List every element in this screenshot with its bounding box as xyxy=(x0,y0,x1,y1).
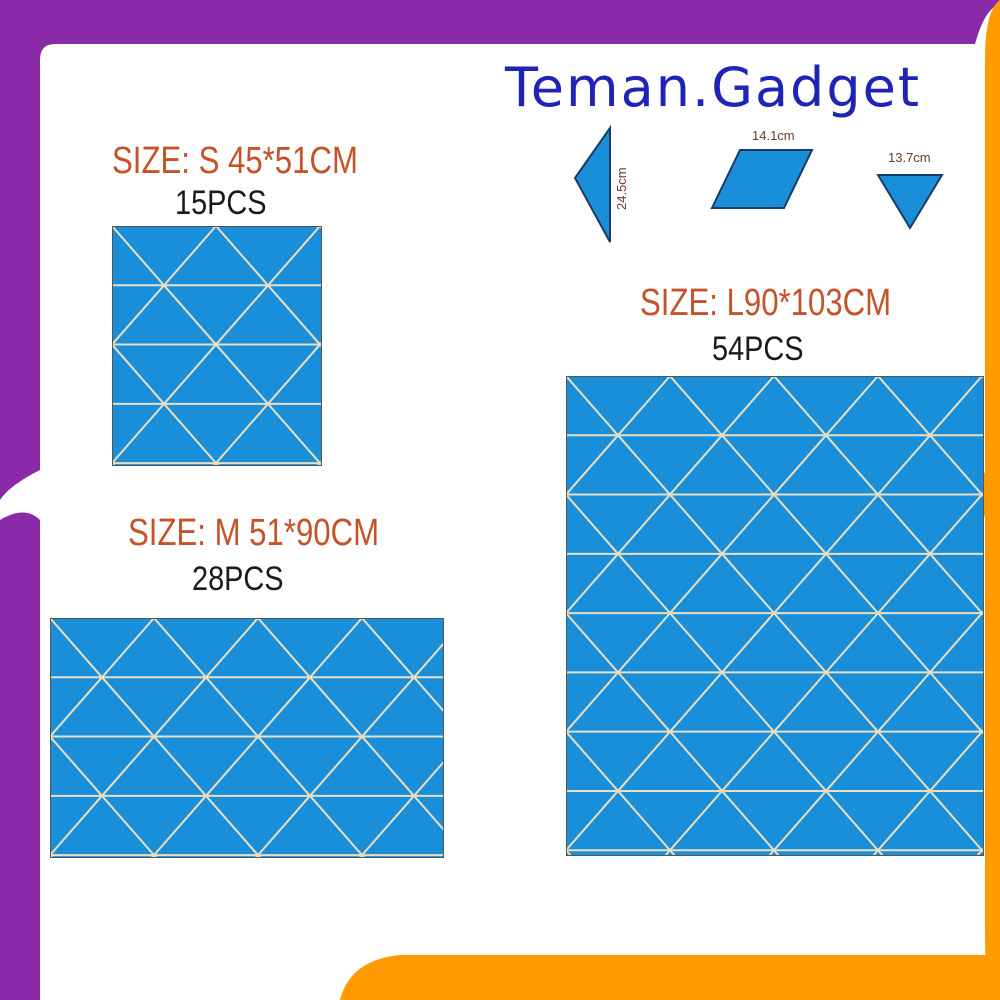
small-pcs-label: 15PCS xyxy=(175,184,267,222)
large-size-label: SIZE: L90*103CM xyxy=(640,282,892,324)
purple-frame-left-lower xyxy=(0,512,40,1000)
medium-pcs-label: 28PCS xyxy=(192,560,284,598)
piece-triangle-label: 13.7cm xyxy=(888,150,931,165)
medium-size-label: SIZE: M 51*90CM xyxy=(128,512,380,554)
large-pcs-label: 54PCS xyxy=(712,330,804,368)
large-tile-panel xyxy=(566,376,984,856)
piece-height-label: 24.5cm xyxy=(614,167,629,210)
medium-tile-panel xyxy=(50,618,444,858)
brand-title: Teman.Gadget xyxy=(505,56,922,119)
orange-frame-bottom xyxy=(340,955,990,1000)
small-tile-panel xyxy=(112,226,322,466)
small-size-label: SIZE: S 45*51CM xyxy=(112,140,358,182)
half-rhombus-piece xyxy=(573,124,611,243)
piece-shapes xyxy=(573,124,944,243)
piece-rhombus-label: 14.1cm xyxy=(752,128,795,143)
triangle-piece xyxy=(876,174,944,230)
rhombus-piece xyxy=(710,149,814,209)
